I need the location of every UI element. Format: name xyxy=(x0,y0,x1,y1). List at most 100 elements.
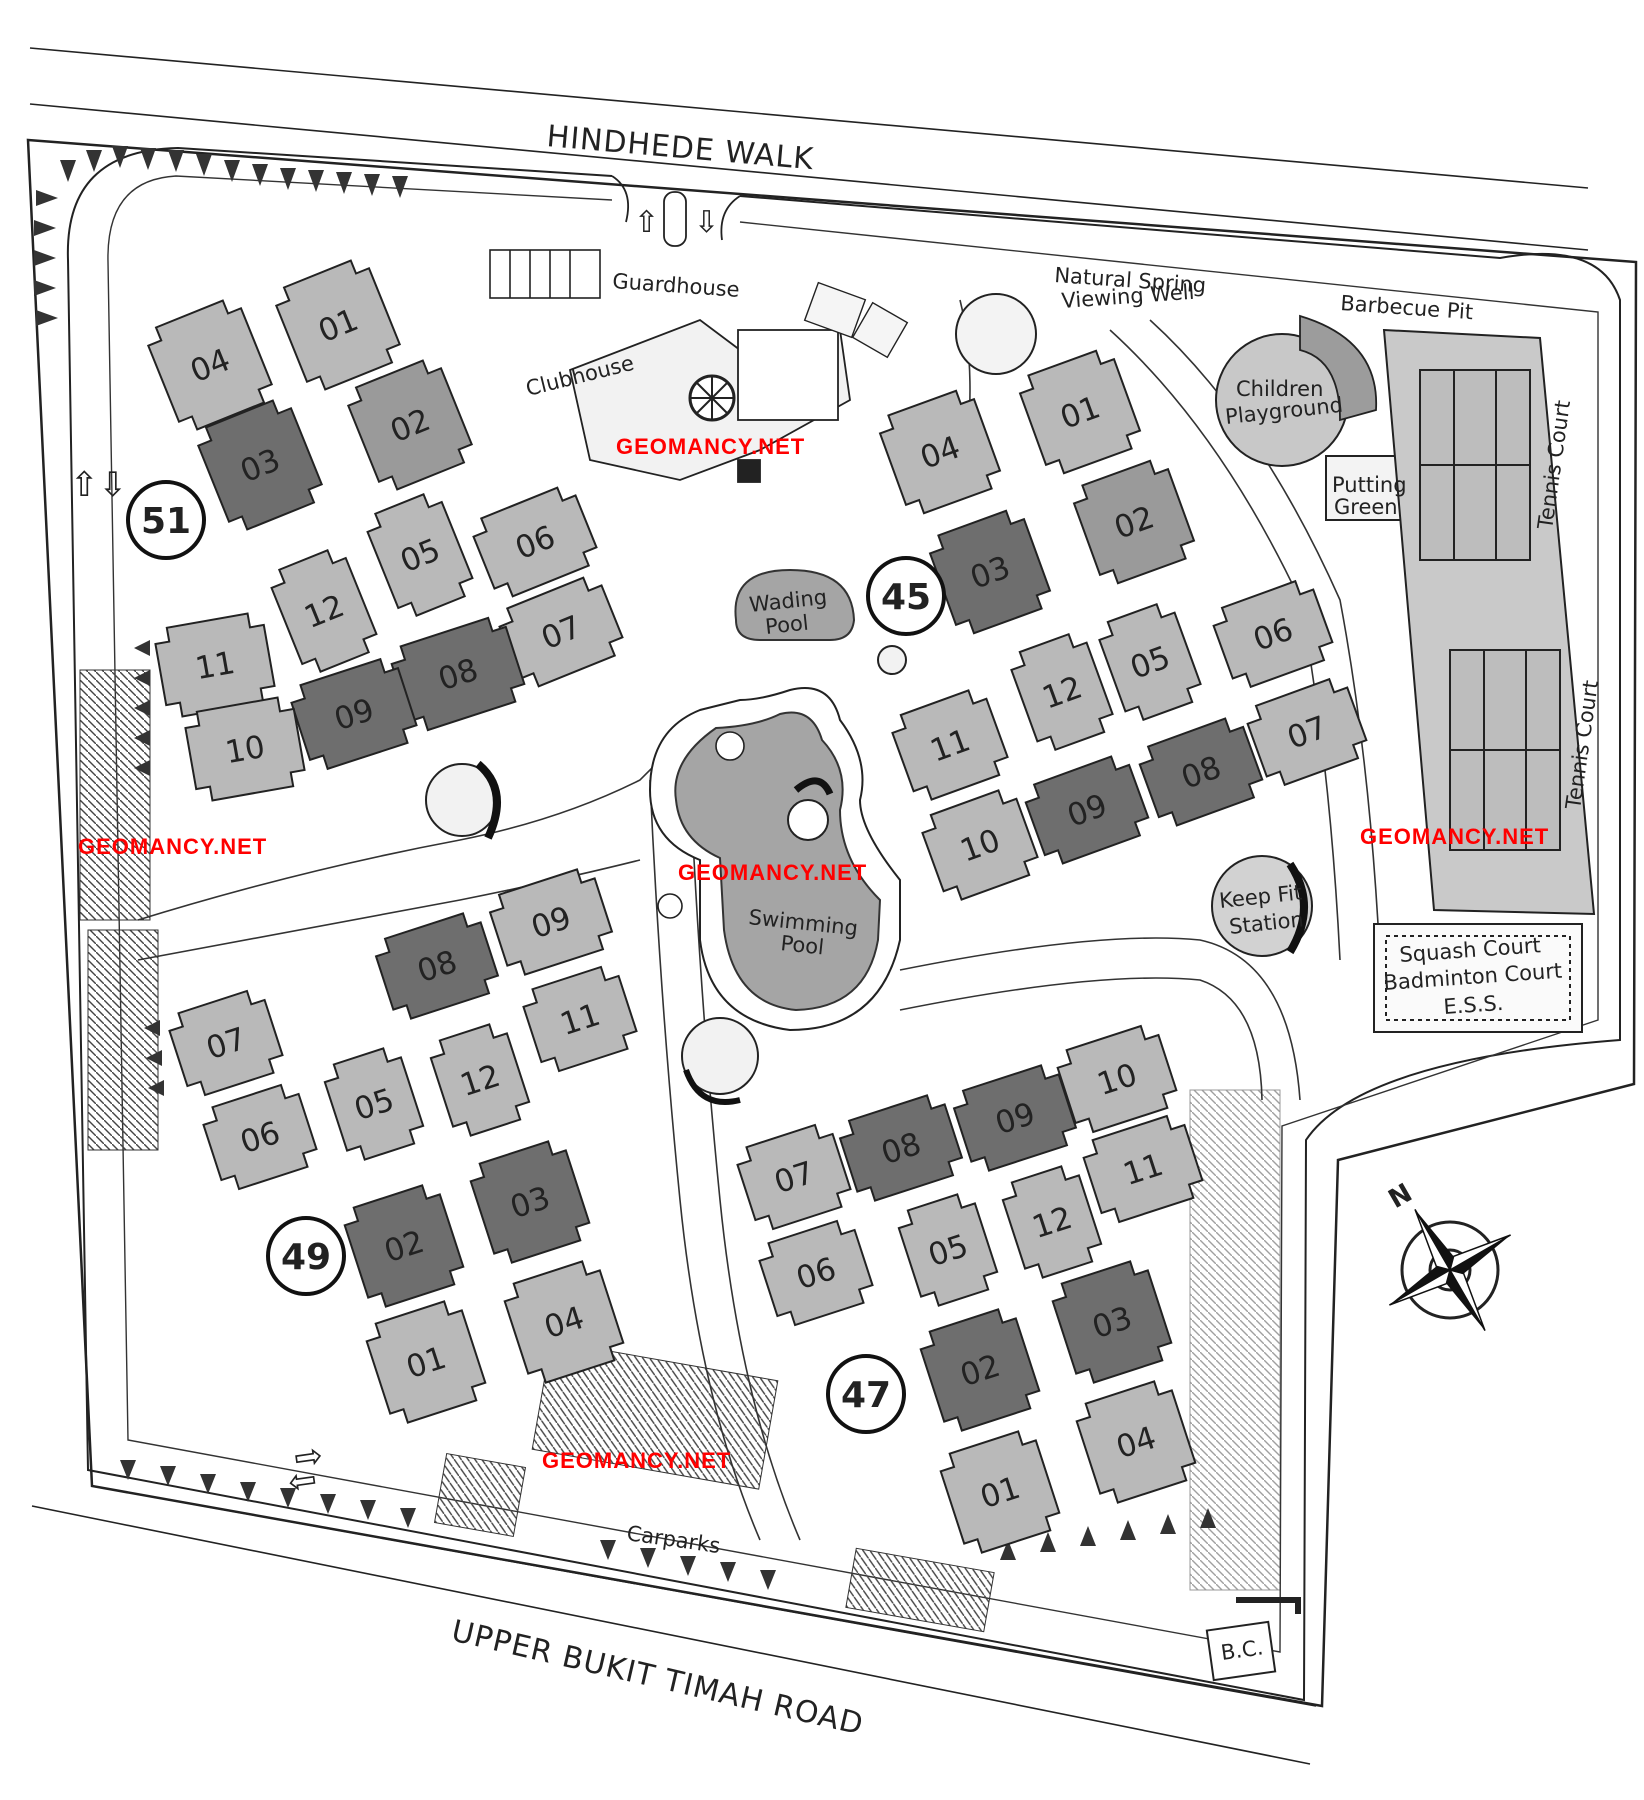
unit-block-47-03: 03 xyxy=(1051,1260,1173,1384)
unit-block-49-08: 08 xyxy=(374,912,500,1020)
unit-block-47-02: 02 xyxy=(919,1308,1041,1432)
wading-pool-label-2: Pool xyxy=(764,611,810,639)
unit-block-47-09: 09 xyxy=(952,1064,1078,1172)
svg-text:⇧⇩: ⇧⇩ xyxy=(70,465,127,505)
unit-block-51-02: 02 xyxy=(346,359,474,491)
unit-block-51-03: 03 xyxy=(196,399,324,531)
svg-text:⇧: ⇧ xyxy=(634,205,659,240)
unit-block-45-06: 06 xyxy=(1212,579,1334,689)
clubhouse xyxy=(568,318,851,483)
unit-block-49-11: 11 xyxy=(522,965,638,1073)
unit-block-51-09: 09 xyxy=(290,657,418,771)
squash-badminton-building xyxy=(1373,923,1583,1033)
watermark-carparks: GEOMANCY.NET xyxy=(542,1448,732,1473)
block-47-badge: 47 xyxy=(826,1354,906,1434)
unit-block-51-10: 10 xyxy=(184,696,306,802)
entrance: ⇧ ⇩ xyxy=(611,175,741,247)
wading-pool xyxy=(734,568,856,641)
plaza-circles xyxy=(425,645,907,1095)
putting-green-label-1: Putting xyxy=(1332,473,1407,497)
tree-line-south xyxy=(120,1460,1216,1590)
unit-block-49-06: 06 xyxy=(202,1083,318,1191)
swimming-pool xyxy=(648,687,901,1032)
unit-block-47-12: 12 xyxy=(1001,1165,1103,1279)
unit-block-51-01: 01 xyxy=(274,259,402,391)
clubhouse-annex xyxy=(803,281,909,359)
unit-block-47-06: 06 xyxy=(758,1219,874,1327)
keep-fit-station xyxy=(1211,855,1313,957)
unit-block-47-05: 05 xyxy=(897,1193,999,1307)
unit-block-51-11: 11 xyxy=(154,612,276,718)
unit-block-51-07: 07 xyxy=(498,576,624,688)
svg-text:47: 47 xyxy=(841,1375,891,1416)
carpark-west-2 xyxy=(87,929,159,1151)
road-label-hindhede-walk: HINDHEDE WALK xyxy=(545,119,815,177)
tree-line-west xyxy=(134,640,164,1096)
carparks-label: Carparks xyxy=(625,1521,722,1558)
tree-line-northwest xyxy=(34,146,408,326)
watermark-clubhouse: GEOMANCY.NET xyxy=(616,434,806,459)
unit-block-45-08: 08 xyxy=(1138,717,1264,827)
children-playground xyxy=(1215,314,1377,467)
bin-centre-label: B.C. xyxy=(1219,1635,1264,1665)
unit-block-47-04: 04 xyxy=(1075,1380,1197,1504)
unit-block-49-12: 12 xyxy=(429,1023,531,1137)
guardhouse-booth xyxy=(489,249,601,299)
unit-block-47-07: 07 xyxy=(736,1123,852,1231)
unit-block-47-10: 10 xyxy=(1056,1024,1178,1134)
unit-block-45-01: 01 xyxy=(1018,349,1142,475)
unit-block-49-03: 03 xyxy=(469,1140,591,1264)
unit-block-47-01: 01 xyxy=(939,1430,1061,1554)
unit-block-45-07: 07 xyxy=(1246,677,1368,787)
unit-block-51-06: 06 xyxy=(472,486,598,598)
svg-text:⇦: ⇦ xyxy=(286,1459,320,1503)
unit-label: 10 xyxy=(223,729,268,771)
tennis-courts xyxy=(1382,328,1596,969)
unit-block-49-01: 01 xyxy=(365,1300,487,1424)
svg-text:49: 49 xyxy=(281,1237,331,1278)
apartment-units: 0401030205120607080911100401030205120607… xyxy=(146,259,1368,1554)
unit-block-51-08: 08 xyxy=(390,616,526,732)
unit-block-47-08: 08 xyxy=(838,1094,964,1202)
barbecue-pit-label: Barbecue Pit xyxy=(1340,291,1474,324)
unit-block-45-02: 02 xyxy=(1072,459,1196,585)
unit-block-45-04: 04 xyxy=(878,389,1002,515)
unit-block-51-12: 12 xyxy=(270,548,378,674)
unit-block-47-11: 11 xyxy=(1082,1114,1204,1224)
courts-label-3: E.S.S. xyxy=(1443,991,1504,1019)
watermark-west: GEOMANCY.NET xyxy=(78,834,268,859)
unit-block-49-07: 07 xyxy=(168,989,284,1097)
unit-block-49-04: 04 xyxy=(503,1260,625,1384)
unit-block-51-04: 04 xyxy=(146,299,274,431)
unit-block-51-05: 05 xyxy=(366,492,474,618)
svg-text:⇨: ⇨ xyxy=(292,1435,326,1479)
svg-text:45: 45 xyxy=(881,577,931,618)
block-49-badge: 49 xyxy=(266,1216,346,1296)
watermark-east: GEOMANCY.NET xyxy=(1360,824,1550,849)
watermark-pool: GEOMANCY.NET xyxy=(678,860,868,885)
carparks-south xyxy=(433,1089,1281,1633)
unit-label: 11 xyxy=(193,645,238,687)
site-boundary xyxy=(26,138,1638,1708)
unit-block-49-02: 02 xyxy=(343,1184,465,1308)
svg-text:⇩: ⇩ xyxy=(694,205,719,240)
putting-green-label-2: Green xyxy=(1334,495,1398,519)
unit-block-45-10: 10 xyxy=(921,789,1039,901)
playground-label-1: Children xyxy=(1236,377,1323,401)
unit-block-45-03: 03 xyxy=(928,509,1052,635)
hindhede-walk-road xyxy=(29,47,1589,251)
unit-block-49-09: 09 xyxy=(488,868,614,976)
unit-block-45-12: 12 xyxy=(1010,632,1114,752)
compass-rose: N xyxy=(1384,1178,1511,1331)
carpark-west xyxy=(79,669,151,921)
unit-block-45-11: 11 xyxy=(891,689,1009,801)
block-51-badge: 51 xyxy=(126,480,206,560)
block-45-badge: 45 xyxy=(866,556,946,636)
guardhouse-label: Guardhouse xyxy=(612,269,741,302)
natural-spring-viewing-well xyxy=(955,293,1037,375)
compass-north-label: N xyxy=(1384,1178,1418,1215)
unit-block-49-05: 05 xyxy=(323,1047,425,1161)
perimeter-drive xyxy=(66,146,1621,1702)
unit-block-45-09: 09 xyxy=(1024,755,1150,865)
